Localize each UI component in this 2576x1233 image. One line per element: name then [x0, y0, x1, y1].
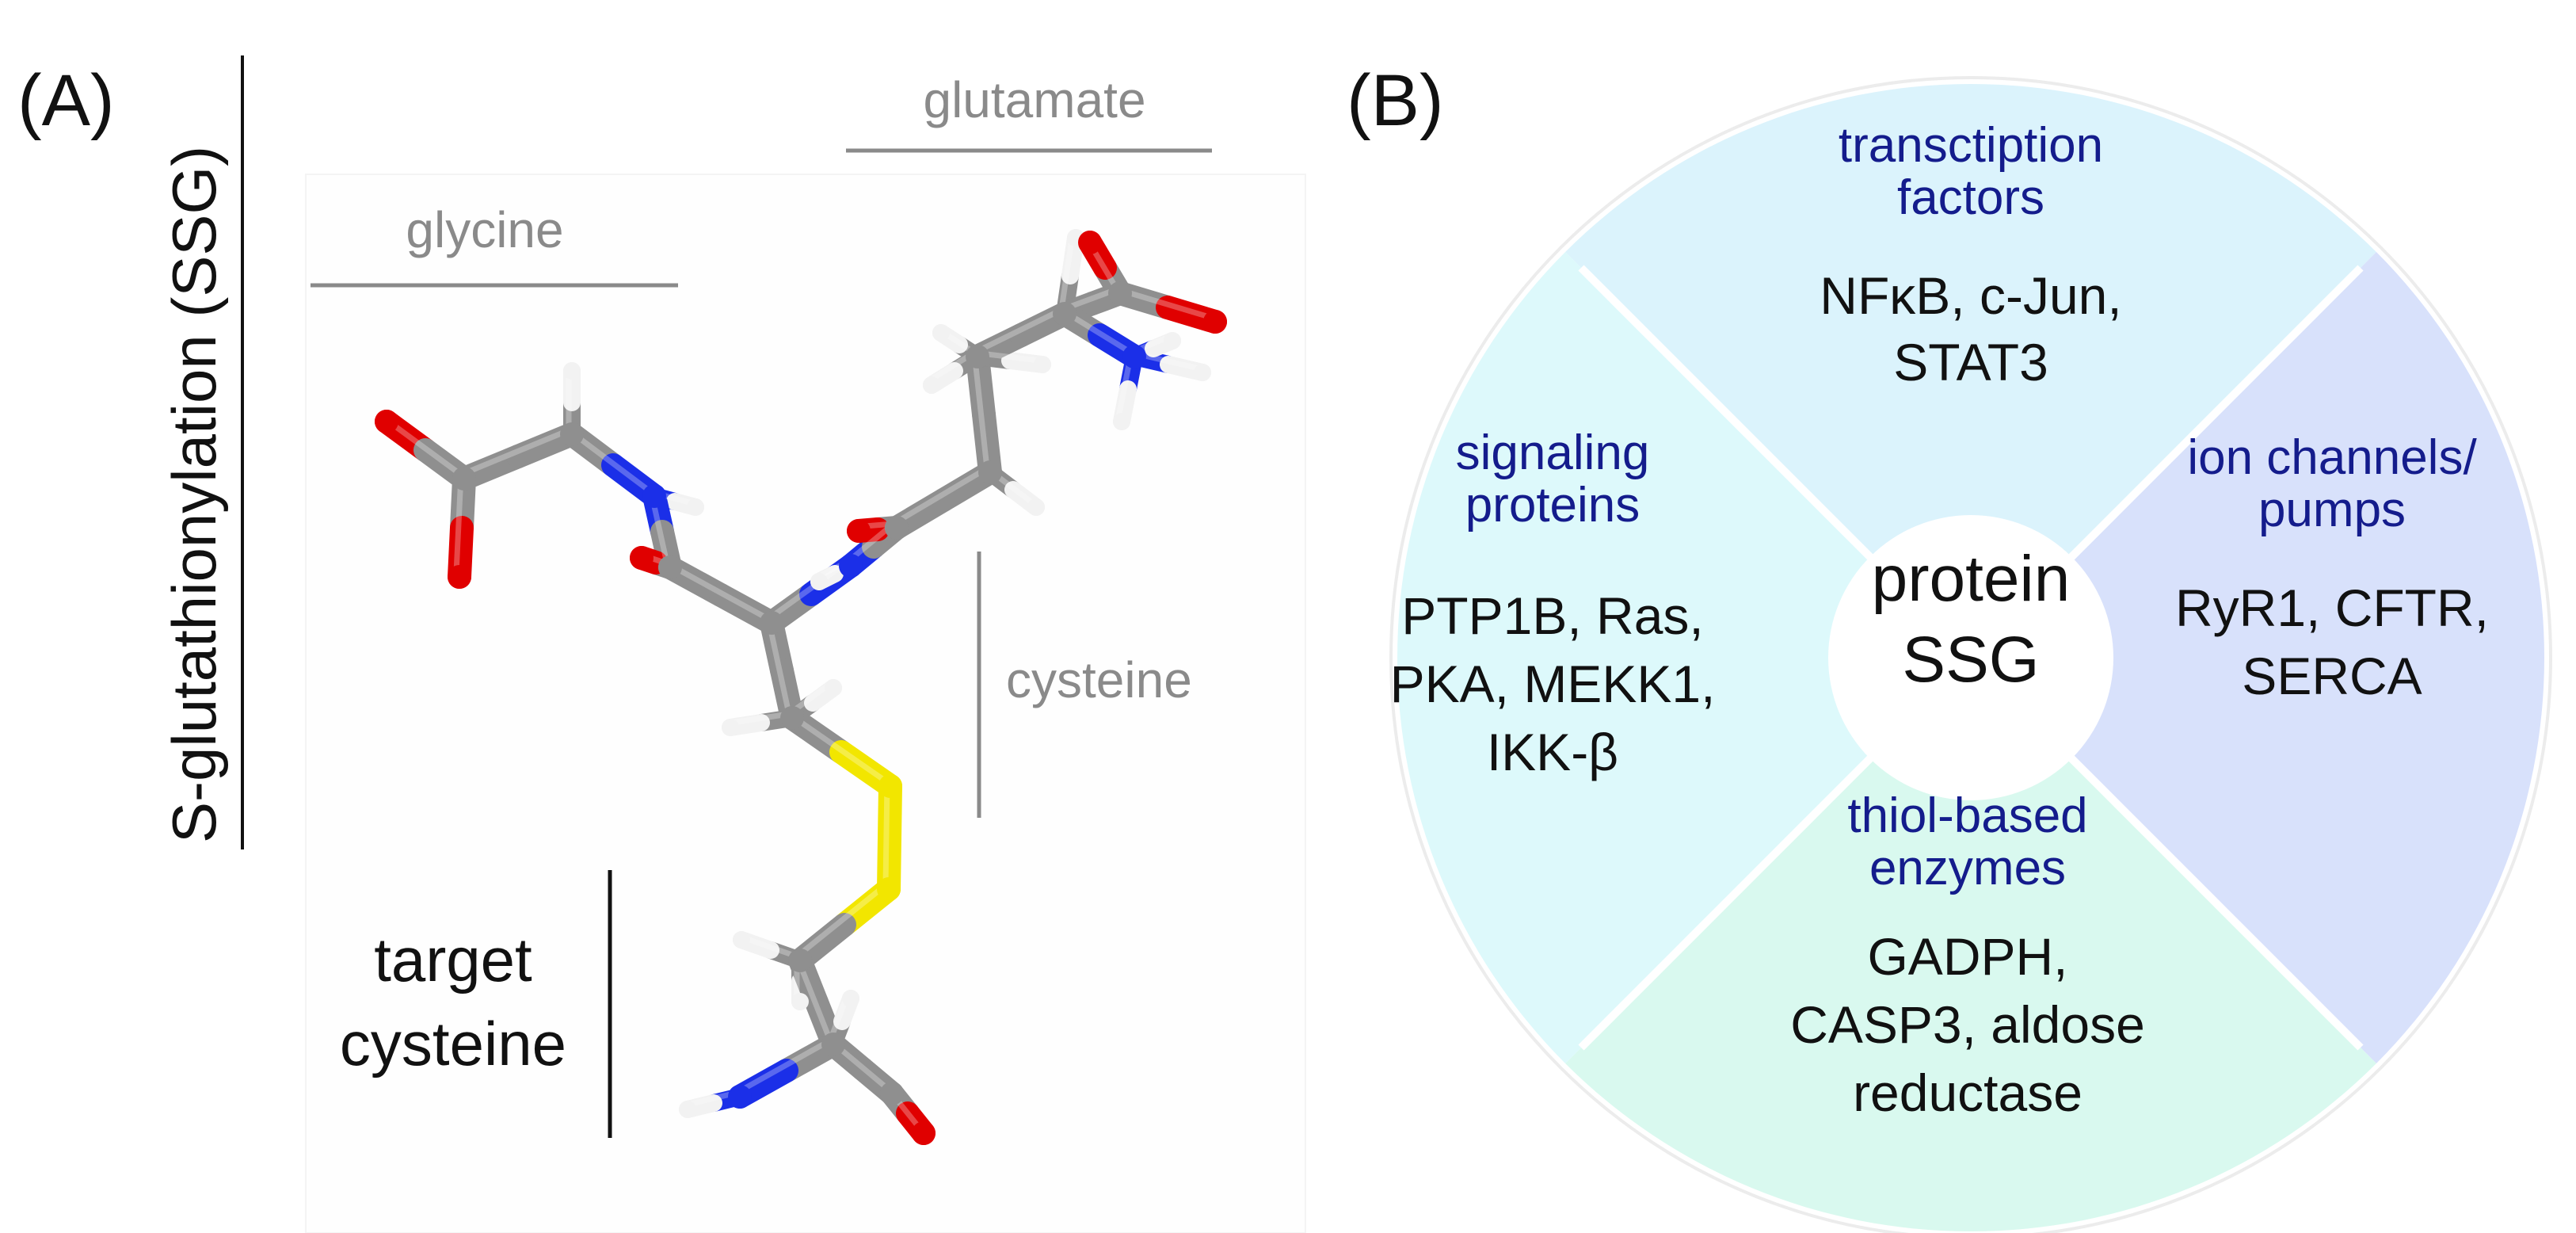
atom-n2	[839, 554, 863, 578]
atom-o3	[630, 546, 654, 570]
atom-h7	[1027, 498, 1045, 516]
atom-c5	[780, 706, 804, 730]
atom-c13	[880, 1082, 904, 1105]
atom-h5	[722, 719, 739, 736]
atom-n4	[728, 1085, 752, 1109]
sector-2-title-line1: thiol-based	[1847, 788, 2087, 843]
sector-0-body-line2: STAT3	[1893, 333, 2048, 391]
bond-highlight-c9-h9	[1058, 231, 1076, 313]
atom-h12	[842, 990, 859, 1007]
bond-highlight-c4-c5	[765, 616, 792, 717]
bond-highlight-c1-o2	[453, 471, 464, 576]
sector-3-title-line1: signaling	[1456, 426, 1650, 480]
atom-s1	[878, 774, 902, 798]
atom-o13	[912, 1121, 936, 1145]
atom-c11	[788, 949, 812, 972]
bond-highlight-c4-n2	[765, 559, 851, 622]
atom-c3	[658, 555, 682, 579]
glycine-label: glycine	[406, 201, 563, 258]
sector-ion-channels	[1971, 252, 2544, 1063]
sector-1-body-line2: SERCA	[2242, 647, 2422, 705]
atom-o2	[448, 565, 471, 589]
sector-2-body-line3: reductase	[1853, 1063, 2083, 1122]
atom-s2	[877, 877, 901, 901]
atom-h5b	[825, 679, 842, 697]
atom-c1	[452, 467, 476, 491]
center-label-line2: SSG	[1902, 624, 2039, 696]
atom-n1	[642, 484, 666, 508]
bond-highlight-s1-s2	[882, 779, 890, 888]
atom-h1	[563, 362, 581, 380]
bond-highlight-c10-o11	[1114, 286, 1215, 321]
glutamate-label: glutamate	[923, 71, 1145, 128]
bond-highlight-c3-c4	[664, 560, 772, 622]
bond-highlight-s2-c11	[794, 882, 889, 960]
bond-highlight-c12-n4	[734, 1037, 833, 1096]
atom-o6	[847, 519, 871, 543]
cysteine-label: cysteine	[1006, 651, 1192, 708]
sector-0-title-line2: factors	[1897, 170, 2044, 225]
atom-c8	[966, 345, 989, 368]
sector-2-title-line2: enzymes	[1869, 841, 2066, 895]
sector-3-body-line2: PKA, MEKK1,	[1390, 655, 1716, 713]
panel-a-label: (A)	[17, 60, 115, 141]
atom-o10	[1078, 231, 1102, 254]
target-label-line2: cysteine	[340, 1009, 566, 1078]
atom-c2	[560, 422, 584, 446]
atom-c7	[978, 460, 1002, 484]
sector-1-body-line1: RyR1, CFTR,	[2175, 578, 2489, 637]
center-label-line1: protein	[1872, 543, 2071, 615]
atom-h11	[733, 931, 750, 949]
bond-highlight-c1-c2	[458, 427, 572, 478]
sector-1-title-line2: pumps	[2258, 483, 2406, 537]
atom-n3	[1122, 345, 1146, 368]
atom-hn3	[1113, 413, 1130, 430]
target-label-line1: target	[374, 925, 532, 994]
bond-highlight-c2-n1	[566, 427, 654, 495]
sector-signaling-proteins	[1397, 252, 1971, 1063]
sector-3-body-line3: IKK-β	[1487, 723, 1618, 781]
panel-b-label: (B)	[1347, 60, 1444, 141]
bond-highlight-c8-c9	[971, 307, 1065, 356]
sector-2-body-line1: GADPH,	[1867, 927, 2067, 986]
sector-thiol-enzymes	[1565, 658, 2376, 1232]
atom-c12	[821, 1033, 845, 1056]
atom-c10	[1108, 281, 1132, 305]
sector-0-body-line1: NFκB, c-Jun,	[1820, 266, 2121, 325]
glutathione-molecule	[375, 229, 1227, 1145]
atom-h11b	[791, 993, 809, 1010]
center-circle	[1828, 515, 2113, 800]
bond-highlight-c5-s1	[786, 711, 890, 785]
sector-2-body-line2: CASP3, aldose	[1790, 995, 2145, 1054]
atom-hn3c	[1164, 332, 1181, 349]
atom-hn1	[687, 498, 704, 516]
sector-1-title-line1: ion channels/	[2187, 430, 2477, 485]
protein-ssg-wheel	[1389, 76, 2552, 1233]
atom-h8	[932, 324, 950, 342]
sector-transcription-factors	[1565, 84, 2376, 658]
vertical-axis-label: S-glutathionylation (SSG)	[159, 146, 229, 843]
atom-hn3b	[1194, 364, 1211, 381]
atom-hn4	[679, 1101, 696, 1118]
atom-o1	[375, 410, 398, 433]
atom-h9b	[923, 376, 940, 394]
bond-highlight-c7-c8	[971, 349, 990, 471]
atom-h8b	[1034, 356, 1051, 373]
atom-c6	[885, 516, 909, 540]
bond-highlight-c5-h5	[724, 711, 792, 727]
atom-c4	[760, 611, 783, 635]
atom-o11	[1203, 310, 1227, 334]
atom-hn2	[810, 573, 828, 590]
sector-3-title-line2: proteins	[1465, 478, 1640, 533]
bond-highlight-c6-c7	[890, 465, 990, 527]
sector-0-title-line1: transctiption	[1839, 118, 2103, 173]
atom-c9	[1053, 302, 1077, 326]
sector-3-body-line1: PTP1B, Ras,	[1401, 586, 1703, 645]
